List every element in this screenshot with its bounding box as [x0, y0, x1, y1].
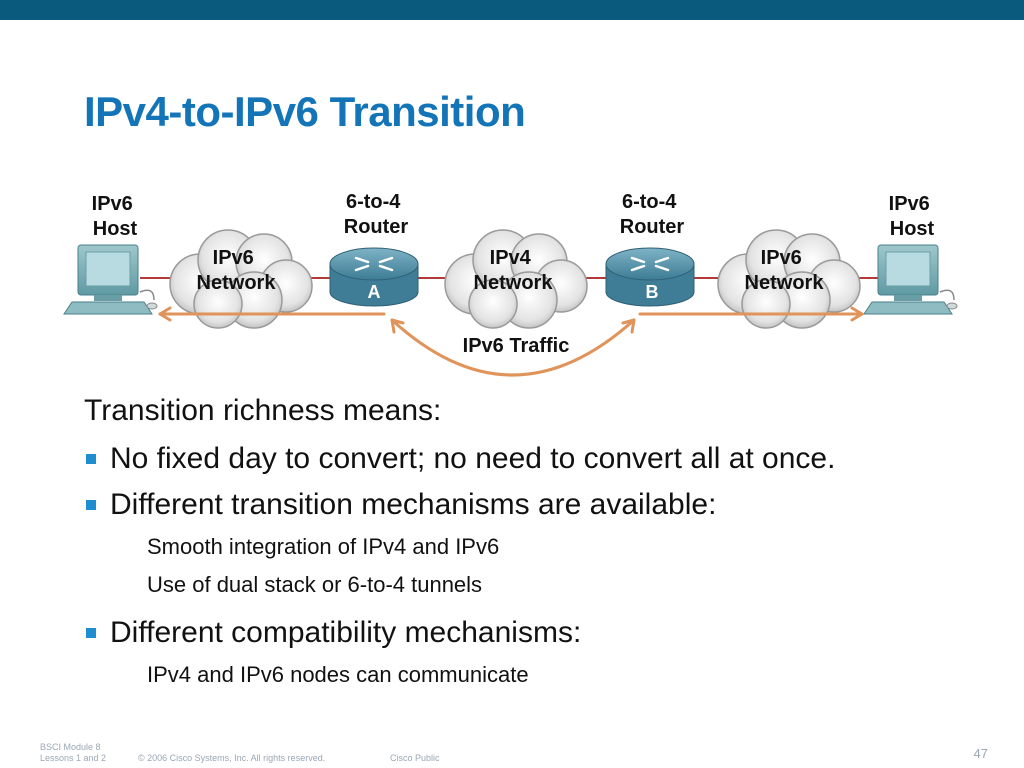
right-host-icon — [863, 244, 958, 315]
intro-text: Transition richness means: — [84, 394, 442, 427]
router-b-label: 6-to-4 Router — [620, 191, 685, 238]
right-network-label: IPv6 Network — [745, 247, 825, 294]
left-network-label: IPv6 Network — [197, 247, 277, 294]
right-host-label: IPv6 Host — [889, 193, 936, 240]
footer-module: BSCI Module 8 Lessons 1 and 2 — [40, 742, 107, 763]
middle-network-label: IPv4 Network — [474, 247, 554, 294]
router-b-letter: B — [646, 282, 659, 302]
bullet-3-sub-1: IPv4 and IPv6 nodes can communicate — [147, 662, 529, 687]
bullet-3-text: Different compatibility mechanisms: — [110, 616, 582, 649]
left-host-label: IPv6 Host — [92, 193, 139, 240]
transition-diagram: IPv6 Host IPv6 Host IPv6 Network IPv4 Ne… — [63, 191, 958, 377]
router-a-letter: A — [368, 282, 381, 302]
footer-copyright: © 2006 Cisco Systems, Inc. All rights re… — [138, 753, 326, 763]
bullet-2-text: Different transition mechanisms are avai… — [110, 488, 717, 521]
bullet-2-sub-1: Smooth integration of IPv4 and IPv6 — [147, 534, 500, 559]
footer-classification: Cisco Public — [390, 753, 440, 763]
router-b-icon — [605, 247, 695, 307]
bullet-square-icon — [86, 500, 96, 510]
traffic-label: IPv6 Traffic — [463, 335, 570, 357]
bullet-3: Different compatibility mechanisms: — [84, 616, 984, 650]
left-host-icon — [63, 244, 158, 315]
bullet-1-text: No fixed day to convert; no need to conv… — [110, 442, 836, 475]
bullet-2-sub-2: Use of dual stack or 6-to-4 tunnels — [147, 572, 483, 597]
slide-body: Transition richness means: No fixed day … — [84, 394, 984, 700]
bullet-2: Different transition mechanisms are avai… — [84, 488, 984, 522]
bullet-1: No fixed day to convert; no need to conv… — [84, 442, 984, 476]
ipv6-traffic-arrows — [158, 306, 864, 377]
router-a-label: 6-to-4 Router — [344, 191, 409, 238]
bullet-square-icon — [86, 454, 96, 464]
page-number: 47 — [973, 746, 988, 761]
bullet-square-icon — [86, 628, 96, 638]
router-a-icon — [329, 247, 419, 307]
slide-title: IPv4-to-IPv6 Transition — [84, 88, 526, 135]
top-banner — [0, 0, 1024, 20]
